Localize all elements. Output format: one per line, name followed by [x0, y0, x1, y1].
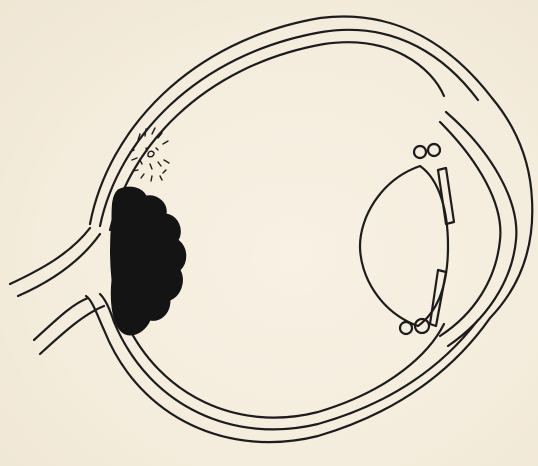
- retinal-detachment-spot: [130, 128, 169, 181]
- iris-lower: [430, 270, 446, 326]
- lens: [360, 166, 448, 326]
- optic-nerve-upper-inner: [18, 234, 100, 296]
- ciliary-body-upper-2: [428, 144, 440, 156]
- ciliary-body-upper-1: [414, 146, 426, 158]
- optic-nerve-lower-inner: [40, 306, 104, 354]
- ciliary-body-lower-1: [400, 322, 412, 334]
- tumor-mass: [111, 187, 186, 335]
- optic-nerve-upper-outer: [10, 228, 90, 284]
- cornea: [446, 112, 516, 346]
